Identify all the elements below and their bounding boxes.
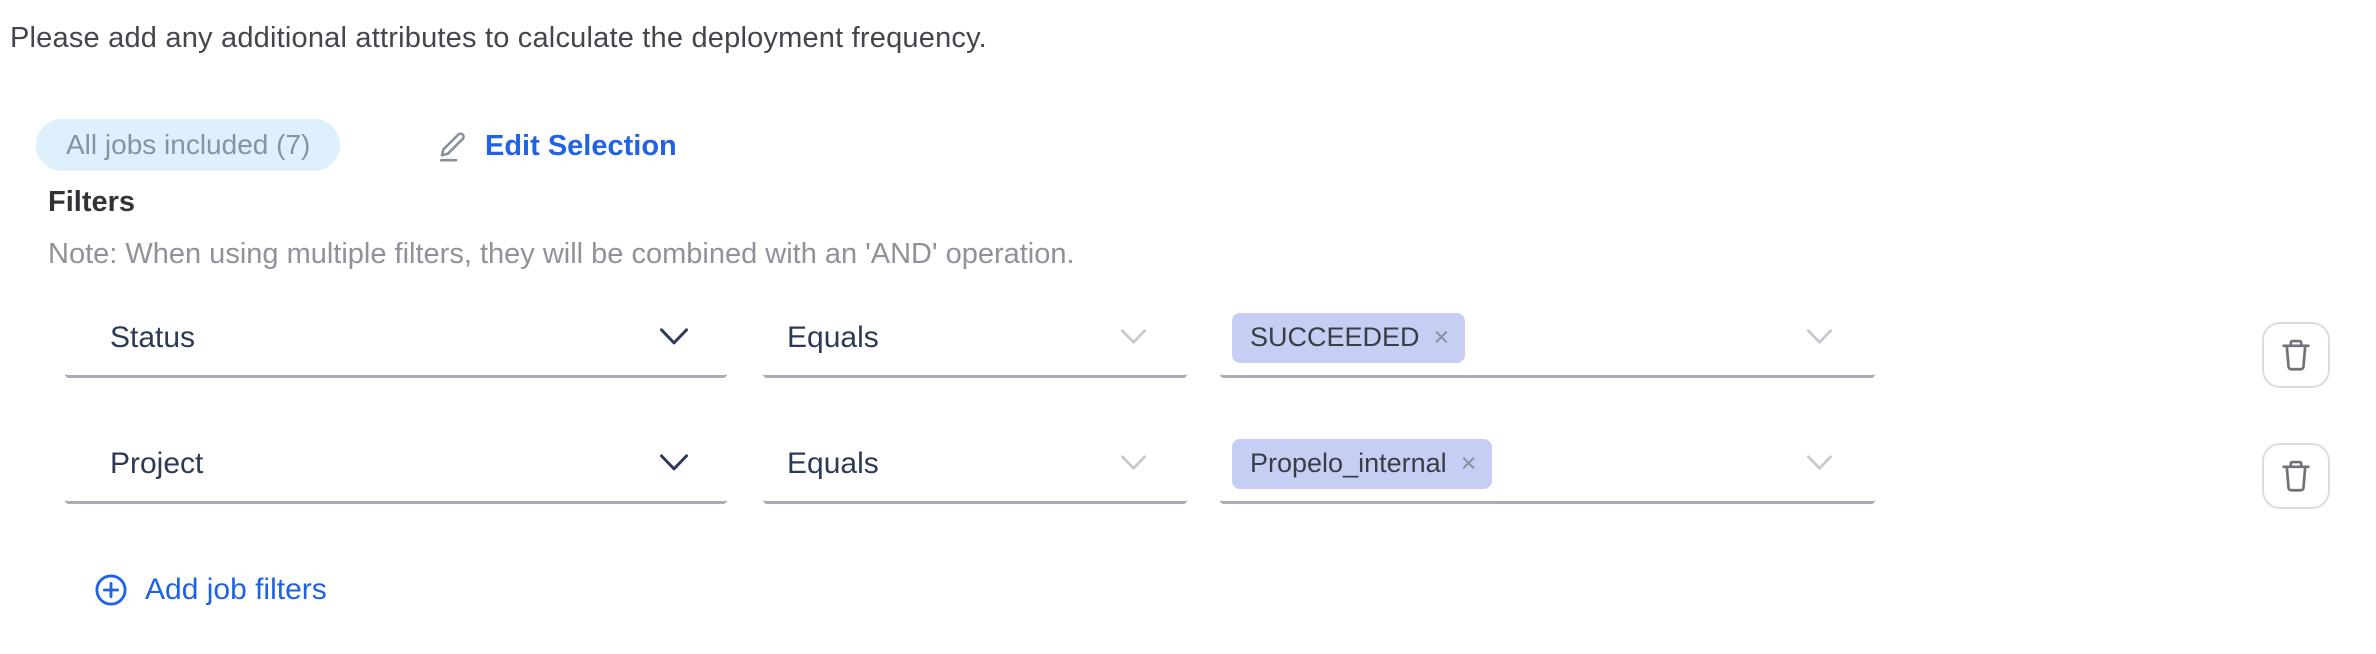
operator-select-value: Equals <box>787 320 879 354</box>
trash-icon <box>2277 455 2315 497</box>
filters-note: Note: When using multiple filters, they … <box>48 238 1075 270</box>
chevron-down-icon <box>1120 328 1147 345</box>
chevron-down-icon <box>659 453 689 472</box>
trash-icon <box>2277 334 2315 376</box>
chevron-down-icon <box>659 327 689 346</box>
pencil-icon <box>437 129 471 163</box>
add-job-filters-label: Add job filters <box>145 573 327 606</box>
remove-tag-icon[interactable]: × <box>1460 448 1477 478</box>
value-tag-label: Propelo_internal <box>1250 448 1447 478</box>
chevron-down-icon <box>1806 328 1833 345</box>
filters-heading: Filters <box>48 186 136 218</box>
chevron-down-icon <box>1806 454 1833 471</box>
value-tag: Propelo_internal × <box>1232 438 1493 489</box>
edit-selection-button[interactable]: Edit Selection <box>437 120 677 172</box>
edit-selection-label: Edit Selection <box>485 129 677 162</box>
all-jobs-included-badge: All jobs included (7) <box>36 119 341 171</box>
instruction-text: Please add any additional attributes to … <box>10 22 987 54</box>
delete-filter-button[interactable] <box>2262 443 2330 509</box>
operator-select[interactable]: Equals <box>763 300 1187 378</box>
remove-tag-icon[interactable]: × <box>1433 322 1450 352</box>
operator-select-value: Equals <box>787 446 879 480</box>
add-job-filters-button[interactable]: Add job filters <box>93 572 327 608</box>
attribute-select-value: Project <box>110 446 204 480</box>
value-tag: SUCCEEDED × <box>1232 312 1466 363</box>
plus-circle-icon <box>93 572 129 608</box>
values-select[interactable]: SUCCEEDED × <box>1220 300 1875 378</box>
values-select[interactable]: Propelo_internal × <box>1220 426 1875 504</box>
attribute-select-value: Status <box>110 320 196 354</box>
value-tag-label: SUCCEEDED <box>1250 322 1420 352</box>
delete-filter-button[interactable] <box>2262 322 2330 388</box>
operator-select[interactable]: Equals <box>763 426 1187 504</box>
chevron-down-icon <box>1120 454 1147 471</box>
attribute-select[interactable]: Status <box>65 300 727 378</box>
attribute-select[interactable]: Project <box>65 426 727 504</box>
